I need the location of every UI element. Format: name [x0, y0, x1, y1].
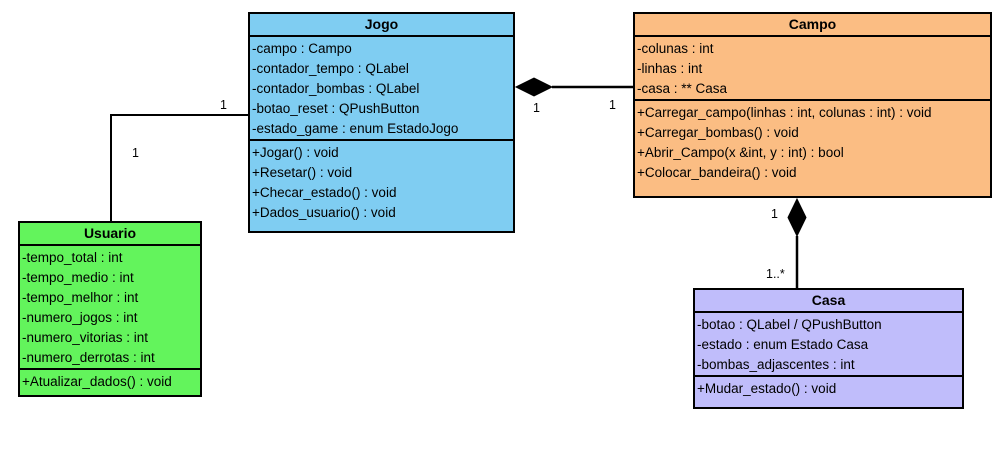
method: +Checar_estado() : void	[252, 185, 397, 200]
multiplicity-campo-casa-campo-end: 1	[771, 207, 778, 221]
attribute: -campo : Campo	[252, 41, 352, 56]
composition-diamond-campo	[787, 197, 807, 238]
multiplicity-jogo-usuario-usuario-end: 1	[132, 146, 139, 160]
method: +Colocar_bandeira() : void	[637, 165, 797, 180]
class-casa: Casa -botao : QLabel / QPushButton -esta…	[693, 288, 964, 409]
attribute: -numero_jogos : int	[22, 310, 138, 325]
methods-section: +Jogar() : void +Resetar() : void +Checa…	[250, 139, 513, 223]
class-campo: Campo -colunas : int -linhas : int -casa…	[633, 12, 992, 198]
multiplicity-jogo-usuario-jogo-end: 1	[220, 98, 227, 112]
method: +Jogar() : void	[252, 145, 339, 160]
attribute: -estado : enum Estado Casa	[697, 337, 869, 352]
class-name: Casa	[695, 290, 962, 313]
class-name: Jogo	[250, 14, 513, 37]
methods-section: +Mudar_estado() : void	[695, 375, 962, 399]
class-usuario: Usuario -tempo_total : int -tempo_medio …	[18, 221, 202, 397]
method: +Abrir_Campo(x &int, y : int) : bool	[637, 145, 844, 160]
method: +Carregar_bombas() : void	[637, 125, 799, 140]
class-jogo: Jogo -campo : Campo -contador_tempo : QL…	[248, 12, 515, 233]
attribute: -tempo_total : int	[22, 250, 123, 265]
attribute: -casa : ** Casa	[637, 81, 728, 96]
association-jogo-usuario	[110, 114, 248, 221]
attribute: -numero_derrotas : int	[22, 350, 155, 365]
attribute: -colunas : int	[637, 41, 714, 56]
methods-section: +Carregar_campo(linhas : int, colunas : …	[635, 99, 990, 183]
attribute: -linhas : int	[637, 61, 703, 76]
attribute: -tempo_melhor : int	[22, 290, 139, 305]
methods-section: +Atualizar_dados() : void	[20, 368, 200, 392]
attribute: -contador_tempo : QLabel	[252, 61, 409, 76]
class-name: Campo	[635, 14, 990, 37]
composition-diamond-jogo	[514, 77, 554, 97]
method: +Carregar_campo(linhas : int, colunas : …	[637, 105, 932, 120]
attribute: -numero_vitorias : int	[22, 330, 149, 345]
multiplicity-jogo-campo-campo-end: 1	[609, 98, 616, 112]
attributes-section: -colunas : int -linhas : int -casa : ** …	[635, 37, 990, 99]
attribute: -estado_game : enum EstadoJogo	[252, 121, 459, 136]
multiplicity-jogo-campo-jogo-end: 1	[533, 101, 540, 115]
multiplicity-campo-casa-casa-end: 1..*	[766, 267, 785, 281]
method: +Mudar_estado() : void	[697, 381, 837, 396]
method: +Dados_usuario() : void	[252, 205, 396, 220]
attributes-section: -tempo_total : int -tempo_medio : int -t…	[20, 246, 200, 368]
attributes-section: -botao : QLabel / QPushButton -estado : …	[695, 313, 962, 375]
class-name: Usuario	[20, 223, 200, 246]
attribute: -bombas_adjascentes : int	[697, 357, 855, 372]
method: +Resetar() : void	[252, 165, 353, 180]
attributes-section: -campo : Campo -contador_tempo : QLabel …	[250, 37, 513, 139]
attribute: -botao : QLabel / QPushButton	[697, 317, 882, 332]
method: +Atualizar_dados() : void	[22, 374, 172, 389]
attribute: -botao_reset : QPushButton	[252, 101, 420, 116]
attribute: -tempo_medio : int	[22, 270, 134, 285]
attribute: -contador_bombas : QLabel	[252, 81, 420, 96]
